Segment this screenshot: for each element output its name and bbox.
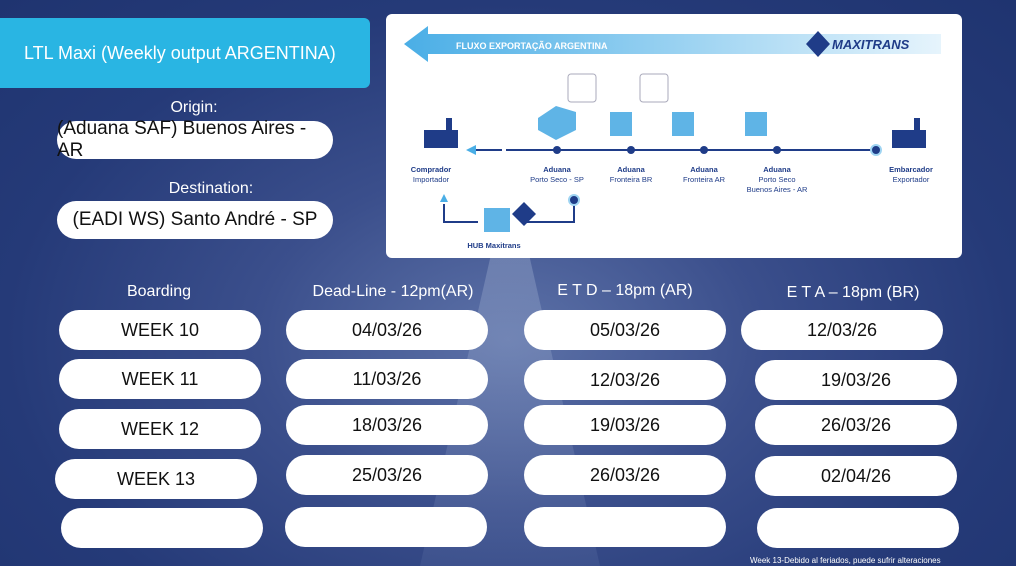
banner-text: FLUXO EXPORTAÇÃO ARGENTINA — [456, 41, 608, 51]
boarding-cell: WEEK 13 — [55, 459, 257, 499]
eta-cell: 26/03/26 — [755, 405, 957, 445]
svg-text:Porto Seco - SP: Porto Seco - SP — [530, 175, 584, 184]
etd-cell: 12/03/26 — [524, 360, 726, 400]
svg-text:Exportador: Exportador — [893, 175, 930, 184]
boarding-cell: WEEK 11 — [59, 359, 261, 399]
svg-text:Fronteira BR: Fronteira BR — [610, 175, 653, 184]
destination-value: (EADI WS) Santo André - SP — [57, 201, 333, 239]
header-deadline: Dead-Line - 12pm(AR) — [312, 283, 474, 300]
svg-text:Aduana: Aduana — [543, 165, 571, 174]
destination-label: Destination: — [168, 180, 254, 197]
header-eta: E T A – 18pm (BR) — [786, 284, 920, 301]
arrow-icon — [466, 145, 476, 155]
svg-text:Importador: Importador — [413, 175, 450, 184]
svg-text:Porto Seco: Porto Seco — [758, 175, 795, 184]
export-flow-diagram: FLUXO EXPORTAÇÃO ARGENTINA MAXITRANS Com… — [386, 14, 962, 258]
empty-cell — [285, 507, 487, 547]
maxitrans-logo: MAXITRANS — [806, 31, 910, 57]
header-boarding: Boarding — [126, 283, 192, 300]
deadline-cell: 04/03/26 — [286, 310, 488, 350]
deadline-cell: 18/03/26 — [286, 405, 488, 445]
boarding-cell: WEEK 10 — [59, 310, 261, 350]
svg-text:Aduana: Aduana — [763, 165, 791, 174]
boarding-cell: WEEK 12 — [59, 409, 261, 449]
svg-text:Comprador: Comprador — [411, 165, 452, 174]
eta-cell: 12/03/26 — [741, 310, 943, 350]
factory-icon — [892, 118, 926, 148]
empty-cell — [757, 508, 959, 548]
eta-cell: 02/04/26 — [755, 456, 957, 496]
etd-cell: 26/03/26 — [524, 455, 726, 495]
svg-text:Embarcador: Embarcador — [889, 165, 933, 174]
svg-text:Aduana: Aduana — [617, 165, 645, 174]
svg-text:Aduana: Aduana — [690, 165, 718, 174]
svg-text:MAXITRANS: MAXITRANS — [832, 37, 910, 52]
deadline-cell: 11/03/26 — [286, 359, 488, 399]
hub-warehouse-icon — [484, 202, 536, 232]
flow-banner: FLUXO EXPORTAÇÃO ARGENTINA — [404, 26, 941, 62]
origin-label: Origin: — [170, 99, 218, 116]
footnote: Week 13-Debido al feriados, puede sufrir… — [750, 556, 941, 565]
svg-text:Buenos Aires - AR: Buenos Aires - AR — [747, 185, 808, 194]
building-icon — [610, 112, 767, 136]
empty-cell — [61, 508, 263, 548]
header-etd: E T D – 18pm (AR) — [557, 282, 693, 299]
etd-cell: 19/03/26 — [524, 405, 726, 445]
etd-cell: 05/03/26 — [524, 310, 726, 350]
empty-cell — [524, 507, 726, 547]
warehouse-icon — [538, 106, 576, 140]
receita-federal-icon — [567, 73, 669, 103]
svg-text:HUB Maxitrans: HUB Maxitrans — [467, 241, 520, 250]
page-title: LTL Maxi (Weekly output ARGENTINA) — [0, 18, 370, 88]
origin-value: (Aduana SAF) Buenos Aires - AR — [57, 118, 333, 161]
svg-text:Fronteira AR: Fronteira AR — [683, 175, 726, 184]
factory-icon — [424, 118, 458, 148]
deadline-cell: 25/03/26 — [286, 455, 488, 495]
eta-cell: 19/03/26 — [755, 360, 957, 400]
